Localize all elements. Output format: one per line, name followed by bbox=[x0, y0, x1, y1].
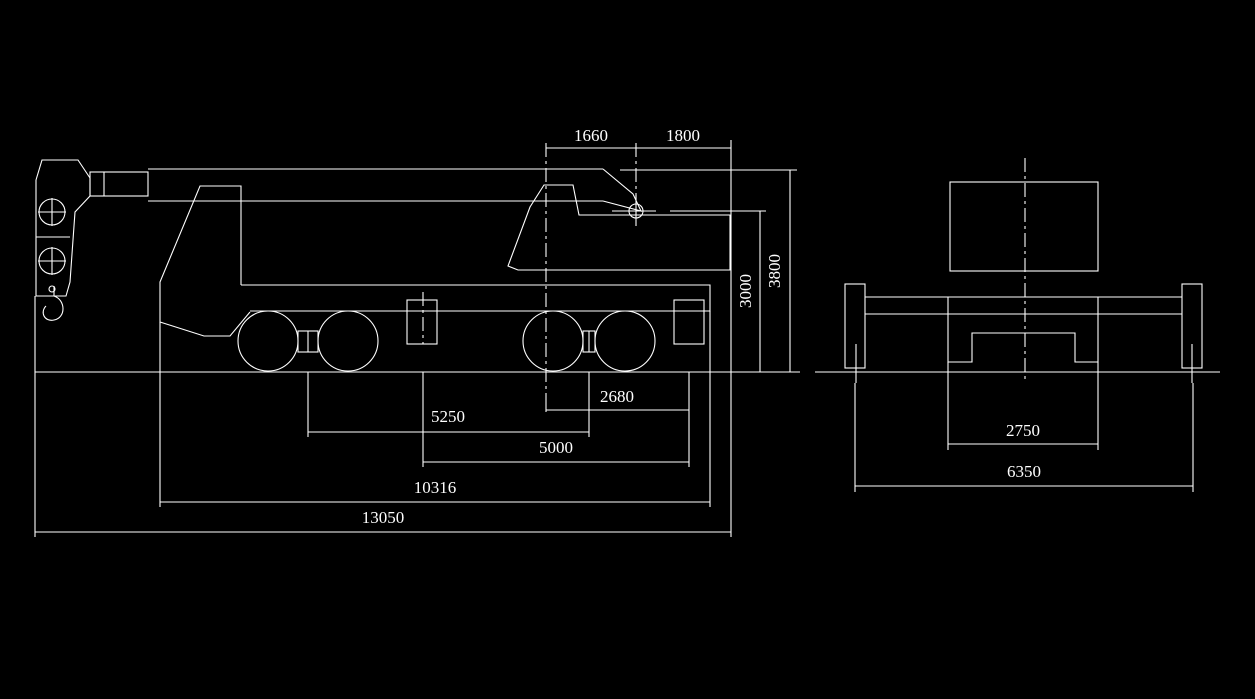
boom-pivot-link bbox=[602, 168, 642, 212]
rear-upper-body bbox=[949, 181, 1099, 272]
dim-5000: 5000 bbox=[539, 438, 573, 457]
boom-head-cylinder bbox=[89, 171, 149, 197]
wheel-rear-1 bbox=[522, 310, 584, 372]
wheel-front-1 bbox=[237, 310, 299, 372]
turntable bbox=[507, 184, 731, 271]
dim-5250: 5250 bbox=[431, 407, 465, 426]
crane-hook bbox=[42, 286, 64, 321]
rear-outrigger-left bbox=[844, 283, 866, 369]
dim-13050: 13050 bbox=[362, 508, 405, 527]
dim-3000: 3000 bbox=[736, 274, 755, 308]
rear-central-frame bbox=[947, 297, 1099, 363]
wheel-front-2 bbox=[317, 310, 379, 372]
boom-head bbox=[35, 159, 91, 297]
rear-view: 2750 6350 bbox=[815, 158, 1220, 492]
outrigger-middle bbox=[406, 299, 438, 345]
outrigger-rear bbox=[673, 299, 705, 345]
chassis bbox=[241, 284, 711, 312]
dim-1660: 1660 bbox=[574, 126, 608, 145]
wheel-rear-2 bbox=[594, 310, 656, 372]
side-view: 1660 1800 2680 5250 5000 10316 13050 300… bbox=[34, 126, 800, 537]
dim-2680: 2680 bbox=[600, 387, 634, 406]
dim-10316: 10316 bbox=[414, 478, 457, 497]
dim-2750: 2750 bbox=[1006, 421, 1040, 440]
dim-3800: 3800 bbox=[765, 254, 784, 288]
dim-1800: 1800 bbox=[666, 126, 700, 145]
dim-6350: 6350 bbox=[1007, 462, 1041, 481]
cab bbox=[159, 185, 251, 337]
